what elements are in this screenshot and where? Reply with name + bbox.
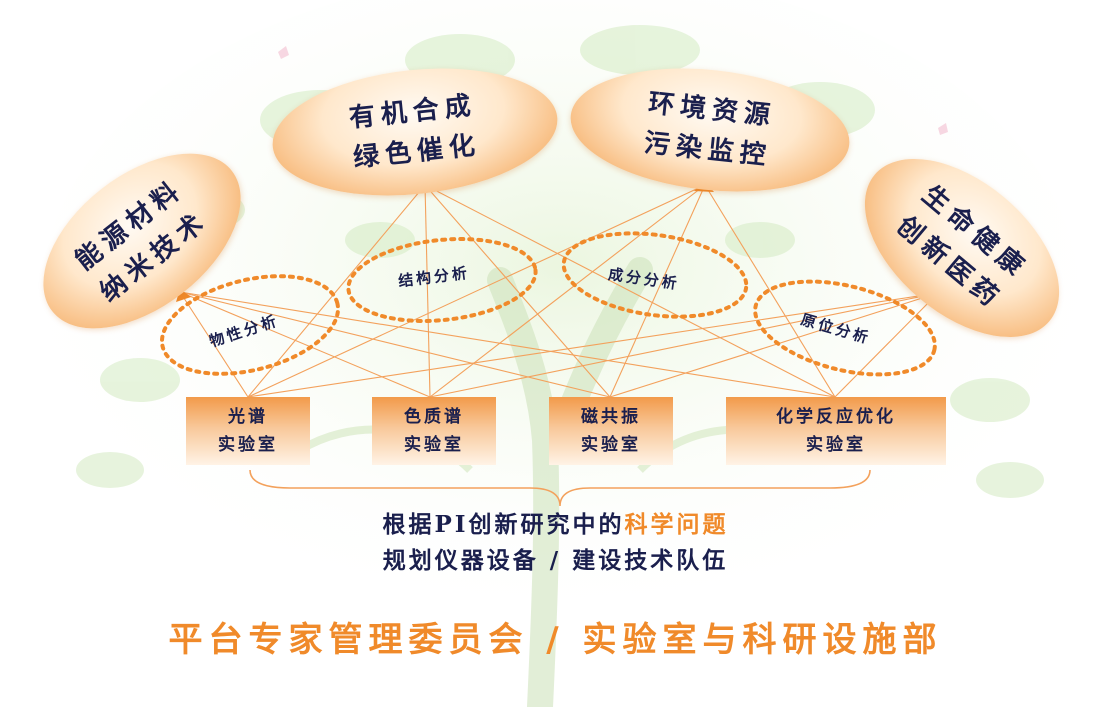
connection-line (424, 184, 836, 398)
lab-label: 色质谱 (404, 407, 464, 427)
connection-line (429, 292, 939, 398)
scientific-questions-highlight: 科学问题 (624, 511, 729, 538)
connection-line (609, 184, 706, 398)
connection-line (704, 184, 836, 398)
planning-text-prefix: 根据PI创新研究中的 (382, 511, 625, 538)
analysis-oval-insitu (753, 279, 937, 377)
lab-label: 磁共振 (581, 407, 641, 427)
connection-line (834, 292, 939, 398)
lab-label: 实验室 (404, 435, 464, 455)
connection-line (609, 292, 939, 398)
lab-label: 实验室 (581, 435, 641, 455)
lab-label: 实验室 (806, 435, 866, 455)
lab-box-mass-spec: 色质谱 实验室 (372, 397, 496, 465)
connection-line (429, 184, 706, 398)
footer-title: 平台专家管理委员会 / 实验室与科研设施部 (168, 620, 943, 660)
bracket (249, 469, 871, 507)
connection-line (179, 291, 611, 398)
analysis-oval-structure (346, 237, 538, 323)
lab-box-reaction: 化学反应优化 实验室 (726, 397, 946, 465)
connection-line (247, 184, 706, 398)
planning-text-line2: 规划仪器设备 / 建设技术队伍 (382, 547, 729, 574)
analysis-oval-physical (159, 274, 341, 376)
connection-line (179, 291, 249, 398)
lab-label: 光谱 (228, 407, 268, 427)
connection-line (247, 292, 939, 398)
connection-line (179, 291, 836, 398)
analysis-oval-composition (561, 231, 749, 319)
connection-line (179, 291, 431, 398)
connection-line (424, 184, 611, 398)
lab-label: 实验室 (218, 435, 278, 455)
lab-box-nmr: 磁共振 实验室 (549, 397, 673, 465)
lab-label: 化学反应优化 (776, 407, 896, 427)
connection-line (424, 184, 431, 398)
lab-box-spectroscopy: 光谱 实验室 (186, 397, 310, 465)
planning-text-line1: 根据PI创新研究中的科学问题 (0, 505, 1111, 539)
